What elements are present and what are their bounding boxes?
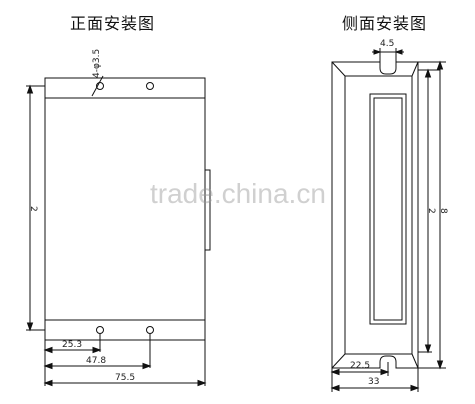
dim-22-5-label: 22.5 [350, 361, 371, 371]
dim-75-5-label: 75.5 [115, 373, 136, 383]
front-hole-bottom-left [96, 326, 104, 334]
front-view-title: 正面安装图 [70, 14, 156, 33]
front-right-step [205, 169, 211, 251]
hole-spec-label: 4-φ3.5 [92, 48, 102, 78]
front-hole-top-right [146, 82, 154, 90]
front-view-drawing [26, 75, 211, 387]
dim-25-3-label: 25.3 [62, 340, 83, 350]
side-view-title: 侧面安装图 [342, 14, 428, 33]
front-body-outline [44, 77, 206, 341]
front-height-label: 2 [28, 206, 38, 212]
side-height-inner-label: 2 [426, 208, 436, 214]
side-window-outer [369, 93, 407, 325]
front-hole-leader [91, 75, 104, 97]
front-hole-top-left [96, 82, 104, 90]
side-height-outer-label: 8 [438, 208, 448, 214]
watermark-text: trade.china.cn [150, 178, 326, 209]
side-view-drawing [330, 48, 446, 392]
dim-4-5-label: 4.5 [380, 39, 395, 49]
side-window-inner [373, 97, 403, 321]
dim-33-label: 33 [368, 377, 380, 387]
dim-47-8-label: 47.8 [86, 356, 107, 366]
front-hole-bottom-right [146, 326, 154, 334]
